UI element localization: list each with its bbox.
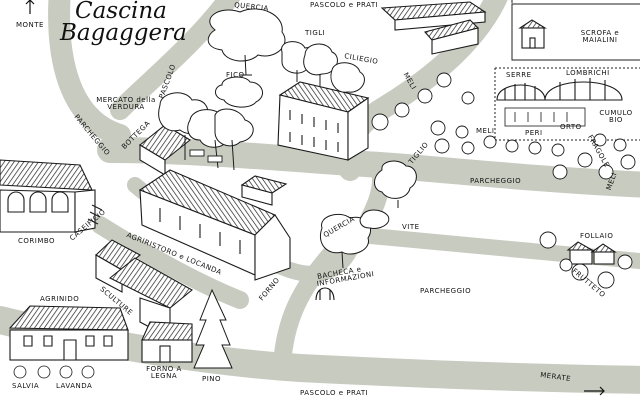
agriristoro-building bbox=[138, 169, 291, 281]
greenhouse-lombrichi bbox=[544, 78, 623, 101]
tree-tiglio bbox=[374, 160, 417, 208]
label-lavanda: LAVANDA bbox=[56, 382, 93, 390]
label-fico: FICO bbox=[226, 71, 245, 79]
map-title-line1: Cascina bbox=[75, 0, 167, 24]
agrinido-building bbox=[8, 305, 129, 361]
label-forno-legna: FORNO A LEGNA bbox=[146, 365, 182, 380]
swing-icon bbox=[315, 287, 335, 301]
label-vite: VITE bbox=[402, 223, 420, 231]
orchard-trees bbox=[371, 72, 636, 289]
label-agrinido: AGRINIDO bbox=[40, 295, 80, 303]
barn-second bbox=[424, 19, 480, 55]
label-lombrichi: LOMBRICHI bbox=[566, 69, 610, 77]
label-follaio: FOLLAIO bbox=[580, 232, 614, 240]
label-scrofa-maialini: SCROFA e MAIALINI bbox=[580, 29, 620, 44]
follaio-houses bbox=[566, 241, 617, 265]
label-parcheggio-mid: PARCHEGGIO bbox=[470, 177, 522, 185]
label-monte: MONTE bbox=[16, 21, 44, 29]
tree-ciliegio bbox=[330, 62, 365, 93]
tree-quercia-mid bbox=[320, 213, 372, 269]
label-serre: SERRE bbox=[506, 71, 532, 79]
road-left-desc bbox=[91, 216, 249, 309]
road-north bbox=[110, 0, 241, 120]
greenhouse-serre bbox=[496, 83, 546, 101]
orto-beds bbox=[504, 107, 586, 127]
label-salvia: SALVIA bbox=[12, 382, 40, 390]
north-arrow-icon bbox=[25, 0, 35, 14]
label-parcheggio-bottom: PARCHEGGIO bbox=[420, 287, 472, 295]
label-peri: PERI bbox=[525, 129, 543, 137]
stone-house-center bbox=[277, 81, 370, 161]
label-pascolo-prati-top: PASCOLO e PRATI bbox=[310, 1, 379, 9]
tree-pino bbox=[193, 288, 233, 369]
tree-cluster-mercato bbox=[158, 92, 254, 171]
label-mercato-verdura: MERCATO della VERDURA bbox=[96, 96, 156, 111]
map-title-line2: Bagaggera bbox=[60, 20, 187, 46]
label-pino: PINO bbox=[202, 375, 222, 383]
label-corimbo: CORIMBO bbox=[18, 237, 56, 245]
tree-fico bbox=[215, 76, 264, 108]
destination-arrow-icon bbox=[584, 386, 605, 396]
tree-vite bbox=[359, 209, 390, 229]
bottega-building bbox=[139, 124, 191, 176]
label-orto: ORTO bbox=[560, 123, 582, 131]
tree-quercia-top bbox=[207, 8, 286, 76]
trees bbox=[13, 8, 636, 379]
lavender-bushes bbox=[13, 365, 95, 379]
road-left-curve bbox=[48, 0, 131, 146]
label-cumulo-bio: CUMULO BIO bbox=[599, 109, 633, 124]
buildings bbox=[0, 1, 623, 363]
label-pascolo-prati-bottom: PASCOLO e PRATI bbox=[300, 389, 369, 397]
corimbo-house bbox=[0, 159, 103, 233]
label-tigli: TIGLI bbox=[305, 29, 326, 37]
hut-mid bbox=[240, 175, 288, 206]
forno-legna-building bbox=[141, 321, 193, 363]
benches-mercato bbox=[189, 149, 223, 163]
fence-pen bbox=[494, 0, 640, 141]
label-meli-mid: MELI bbox=[476, 127, 495, 135]
pig-house bbox=[518, 19, 547, 49]
barn-top bbox=[380, 1, 487, 31]
